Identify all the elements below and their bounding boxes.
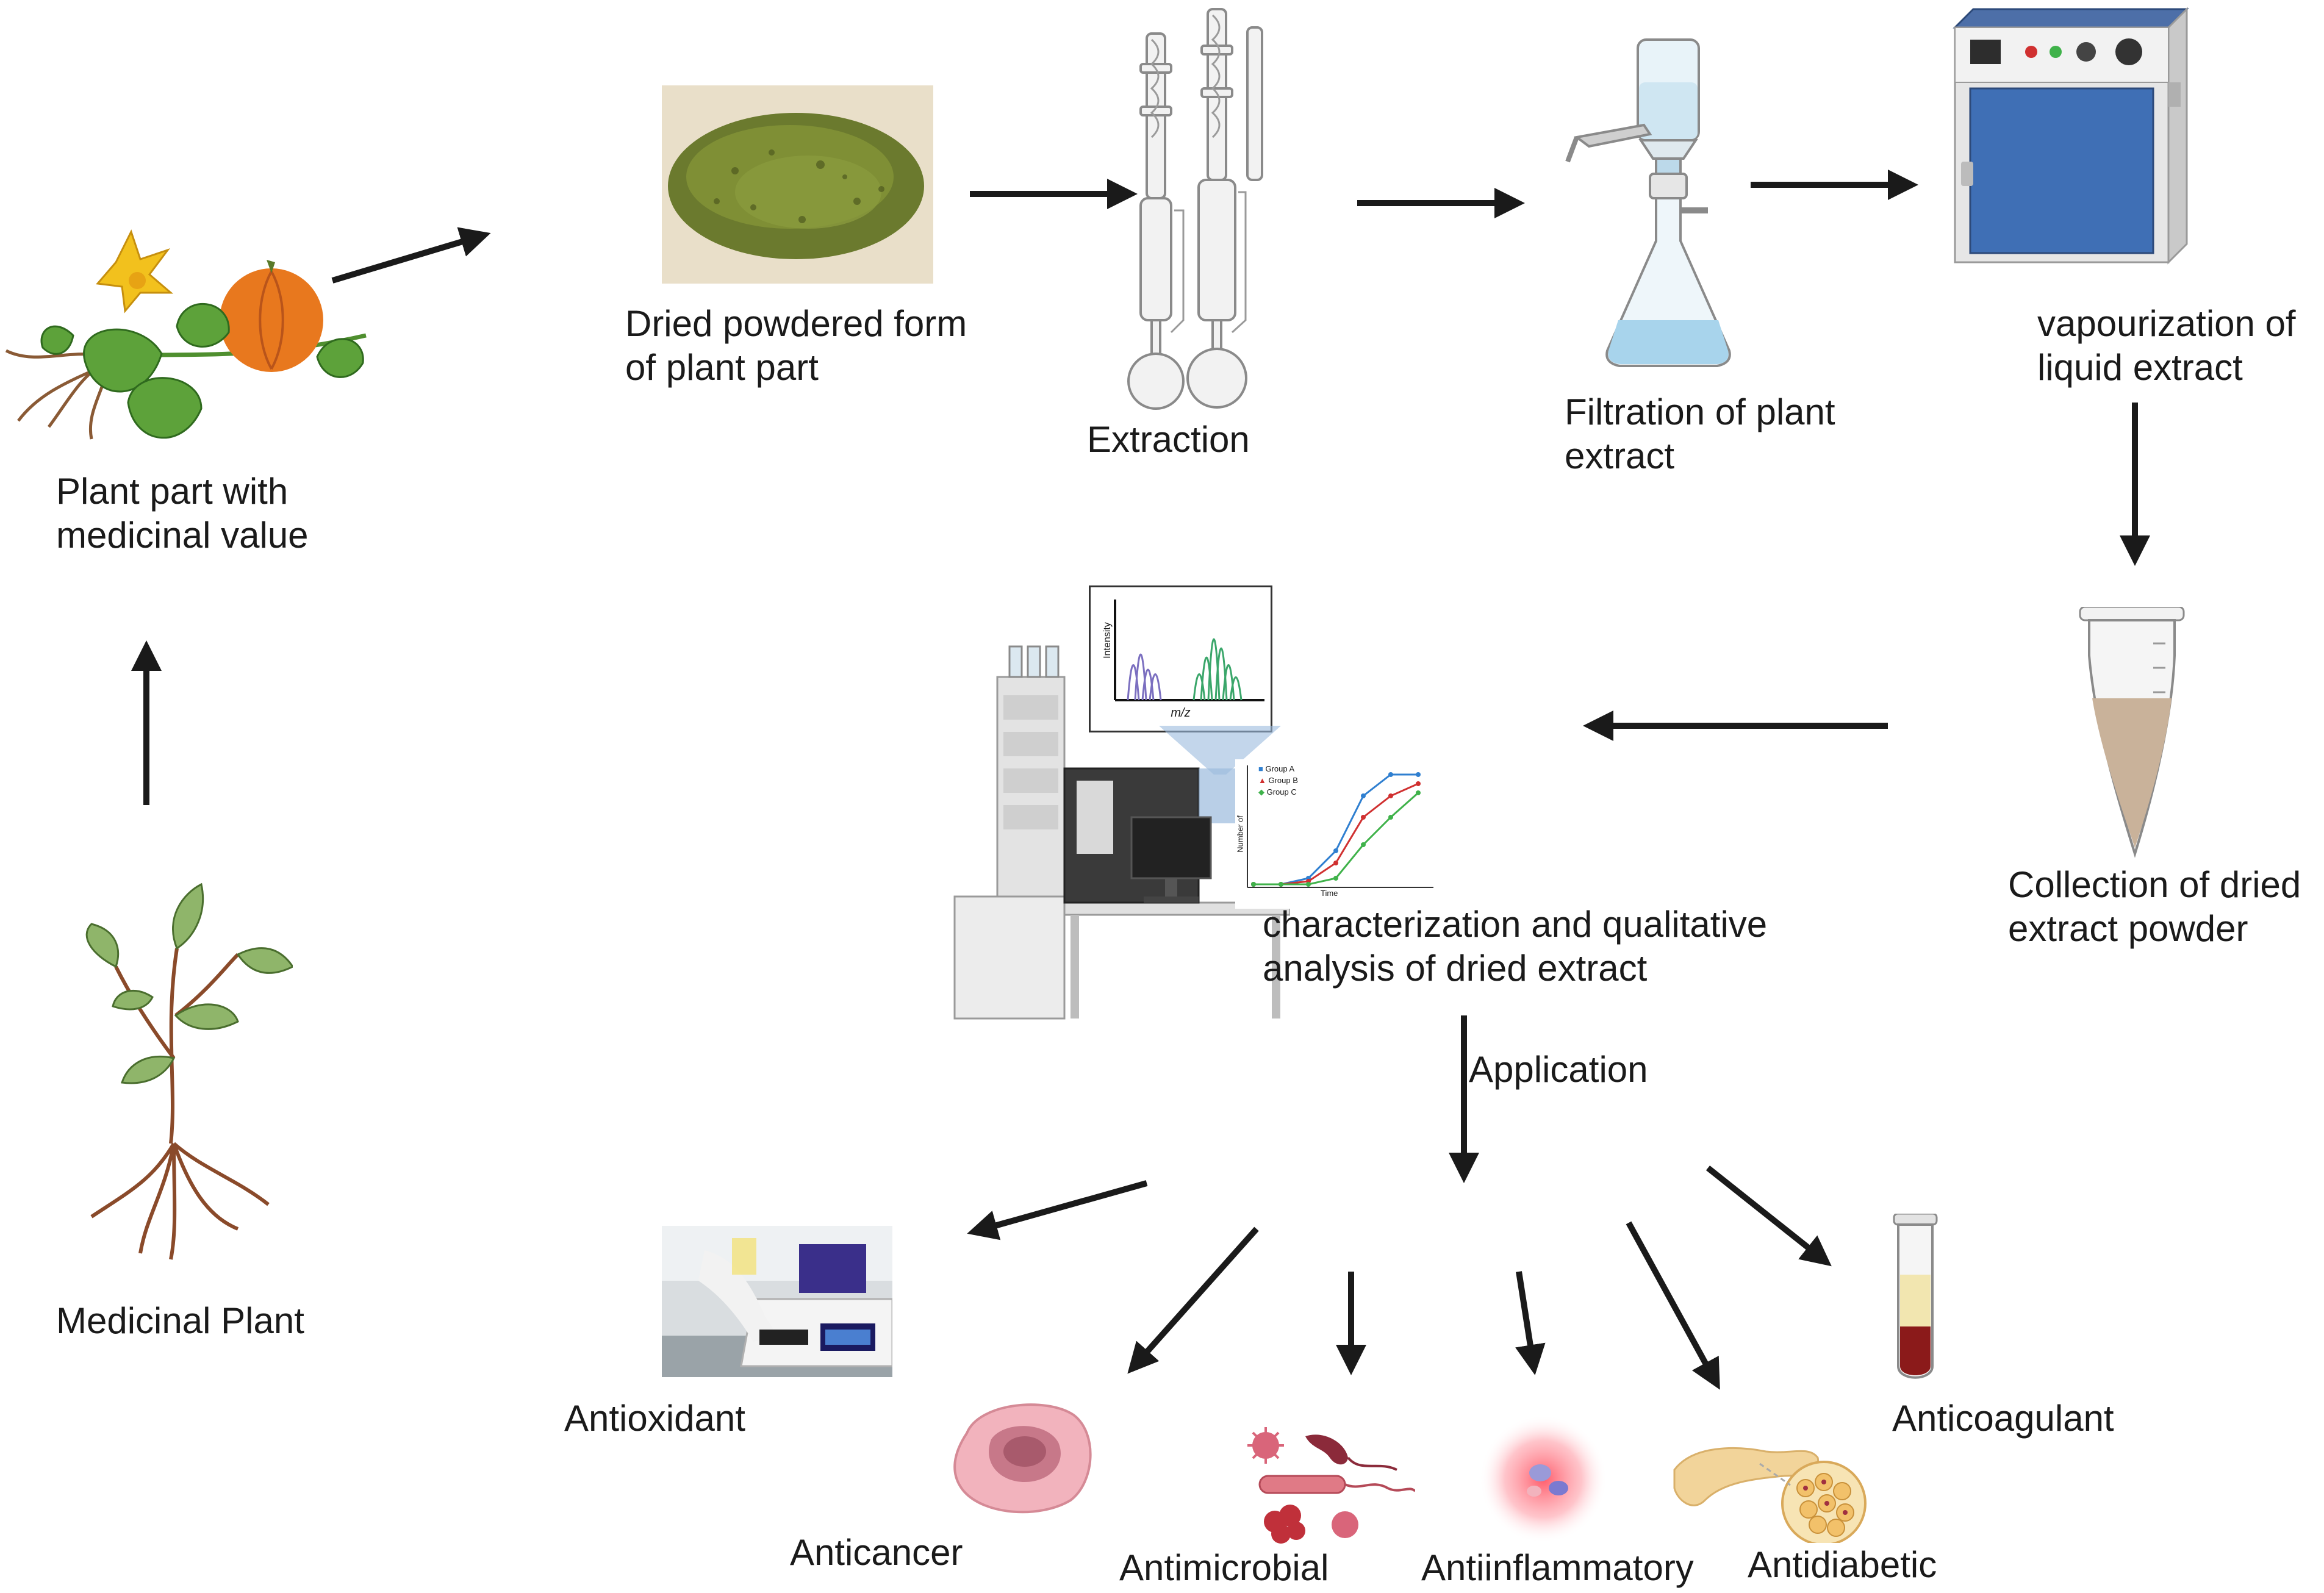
- filtration-flask-icon: [1565, 38, 1731, 367]
- spectrum-peak: [1127, 664, 1140, 701]
- growth-legend: ■ Group A ▲ Group B ◆ Group C: [1258, 763, 1298, 798]
- growth-point: [1333, 861, 1338, 865]
- growth-point: [1388, 815, 1393, 820]
- arrow-to-antioxidant: [967, 1180, 1148, 1240]
- dried-powder-label: Dried powdered form of plant part: [625, 303, 967, 388]
- application-label: Application: [1469, 1049, 1648, 1090]
- characterization-label: characterization and qualitative analysi…: [1263, 904, 1768, 989]
- spectrum-peak: [1192, 673, 1206, 701]
- antiinflammatory-label: Antiinflammatory: [1421, 1547, 1694, 1588]
- growth-point: [1251, 882, 1256, 887]
- arrow-to-antidiabetic: [1626, 1221, 1720, 1390]
- legend-item-a: ■ Group A: [1258, 764, 1295, 773]
- spectrophotometer-photo: [662, 1226, 892, 1377]
- cancer-cell-icon: [953, 1403, 1092, 1514]
- inflammation-icon: [1479, 1415, 1607, 1543]
- extraction-label: Extraction: [1087, 419, 1250, 460]
- antidiabetic-label: Antidiabetic: [1748, 1544, 1937, 1585]
- drying-oven-icon: [1953, 7, 2189, 265]
- sapling-icon: [85, 882, 293, 1260]
- growth-point: [1361, 793, 1366, 798]
- collection-label: Collection of dried extract powder: [2008, 864, 2301, 949]
- spectrum-peak: [1200, 656, 1213, 701]
- growth-curve-chart: ■ Group A ▲ Group B ◆ Group C Number of …: [1235, 759, 1436, 909]
- ms-ylabel: Intensity: [1102, 622, 1113, 659]
- spectrum-beam: [1159, 726, 1281, 775]
- ms-xlabel: m/z: [1171, 706, 1191, 720]
- spectrum-peak: [1149, 673, 1162, 701]
- growth-point: [1361, 815, 1366, 820]
- growth-point: [1333, 848, 1338, 853]
- legend-item-c: ◆ Group C: [1258, 787, 1297, 796]
- growth-xlabel: Time: [1321, 889, 1338, 898]
- growth-point: [1361, 842, 1366, 847]
- dried-powder-photo: [662, 85, 933, 284]
- arrow-to-anticancer: [1127, 1226, 1259, 1374]
- growth-point: [1279, 882, 1283, 887]
- antimicrobial-label: Antimicrobial: [1119, 1547, 1329, 1588]
- antioxidant-label: Antioxidant: [564, 1398, 745, 1439]
- pumpkin-plant-icon: [5, 229, 367, 440]
- growth-point: [1416, 772, 1421, 777]
- growth-point: [1306, 882, 1311, 887]
- growth-series-line: [1253, 782, 1419, 886]
- mass-spectrum-chart: Intensity m/z: [1089, 585, 1272, 732]
- growth-ylabel: Number of: [1235, 815, 1245, 853]
- spectrum-peak: [1229, 676, 1243, 701]
- growth-point: [1388, 793, 1393, 798]
- arrow-to-antiinflammatory: [1515, 1271, 1546, 1375]
- legend-item-b: ▲ Group B: [1258, 776, 1298, 785]
- growth-point: [1416, 790, 1421, 795]
- microbes-icon: [1247, 1427, 1415, 1544]
- anticoagulant-label: Anticoagulant: [1892, 1398, 2114, 1439]
- plant-part-label: Plant part with medicinal value: [56, 471, 309, 556]
- spectrum-peak: [1141, 668, 1155, 701]
- pancreas-icon: [1673, 1447, 1867, 1543]
- growth-point: [1416, 781, 1421, 786]
- soxhlet-apparatus-icon: [1127, 8, 1263, 410]
- growth-series-line: [1253, 792, 1419, 886]
- filtration-label: Filtration of plant extract: [1565, 392, 1835, 476]
- growth-point: [1388, 772, 1393, 777]
- vaporization-label: vapourization of liquid extract: [2037, 303, 2296, 388]
- medicinal-plant-label: Medicinal Plant: [56, 1300, 304, 1341]
- lc-ms-instrument-icon: [953, 645, 1290, 1020]
- blood-tube-icon: [1893, 1214, 1938, 1379]
- anticancer-label: Anticancer: [790, 1532, 963, 1573]
- arrow-part-to-powder: [331, 227, 491, 284]
- collection-tube-icon: [2079, 607, 2185, 858]
- arrow-to-anticoagulant: [1705, 1165, 1832, 1267]
- growth-point: [1333, 876, 1338, 881]
